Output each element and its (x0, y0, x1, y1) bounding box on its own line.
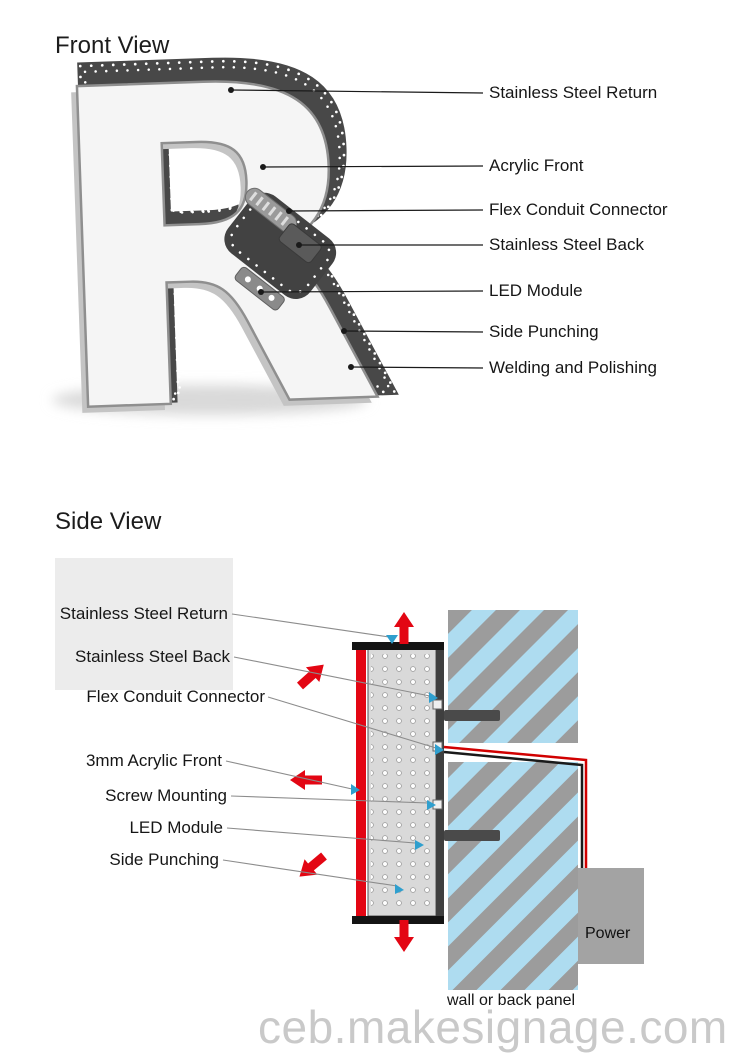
leader-line (288, 209, 484, 212)
marker-triangles (351, 635, 444, 894)
power-box-label: Power (585, 925, 631, 942)
power-box (578, 868, 644, 964)
arrow-diagonal-lower (293, 848, 331, 885)
side-leader-lines (222, 613, 437, 887)
svg-text:R: R (31, 0, 412, 519)
marker-screw (427, 800, 436, 810)
letter-acrylic-face: R (32, 0, 391, 513)
wall-caption: wall or back panel (447, 992, 576, 1009)
front-label-stainless-steel-back: Stainless Steel Back (489, 235, 644, 254)
watermark: ceb.makesignage.com (258, 1001, 728, 1053)
side-label-led-module: LED Module (129, 818, 223, 837)
side-label-stainless-steel-return: Stainless Steel Return (59, 604, 228, 623)
led-dot-grid (371, 654, 433, 912)
front-label-led-module: LED Module (489, 281, 583, 300)
leader-line (260, 290, 484, 293)
arrow-down (394, 920, 414, 952)
marker-acrylic (351, 784, 360, 795)
marker-punch (395, 884, 404, 894)
svg-text:R: R (34, 0, 390, 512)
led-module-graphic (234, 266, 285, 311)
side-punching-dots-inner: R (40, 0, 403, 505)
leader-line (231, 613, 390, 638)
side-view-title: Side View (55, 508, 162, 535)
arrow-left (290, 770, 322, 790)
letter-return-band: R (31, 0, 412, 519)
leader-line (226, 827, 416, 844)
side-label-stainless-steel-back: Stainless Steel Back (75, 647, 230, 666)
arrow-up (394, 612, 414, 644)
front-label-stainless-steel-return: Stainless Steel Return (489, 83, 658, 102)
leader-line (225, 760, 353, 790)
side-label-flex-conduit-connector: Flex Conduit Connector (86, 687, 265, 706)
letter-shadow (52, 385, 368, 415)
flex-conduit-connectors (444, 710, 500, 841)
marker-led (415, 840, 424, 850)
side-labels-panel (55, 558, 233, 690)
front-view-title: Front View (55, 32, 170, 59)
front-label-side-punching: Side Punching (489, 322, 599, 341)
svg-text:R: R (35, 0, 409, 512)
stainless-back-strip (436, 650, 444, 916)
letter-cross-section (352, 642, 444, 924)
front-label-welding-and-polishing: Welding and Polishing (489, 358, 657, 377)
marker-return (386, 635, 398, 644)
return-cap-bottom (352, 916, 444, 924)
leader-line (233, 656, 431, 697)
leader-line (350, 366, 484, 369)
front-label-flex-conduit-connector: Flex Conduit Connector (489, 200, 668, 219)
front-leader-lines (228, 87, 484, 370)
side-label-screw-mounting: Screw Mounting (105, 786, 227, 805)
leader-line (262, 165, 484, 168)
leader-line (230, 89, 484, 94)
front-label-acrylic-front: Acrylic Front (489, 156, 584, 175)
leader-line (230, 795, 429, 804)
side-label-side-punching: Side Punching (109, 850, 219, 869)
side-punching-dots-outer: R (33, 0, 409, 514)
return-cap-top (352, 642, 444, 650)
marker-back (429, 692, 438, 703)
svg-text:R: R (41, 0, 402, 504)
front-view-letter-graphic: R R R R R (28, 0, 412, 519)
wire-red (443, 745, 588, 868)
wire-black (443, 750, 584, 868)
wall-upper (448, 610, 578, 743)
side-label-3mm-acrylic-front: 3mm Acrylic Front (85, 751, 222, 770)
leader-line (267, 696, 437, 749)
wall-lower (448, 762, 578, 990)
leader-line (222, 859, 398, 887)
acrylic-front-strip (356, 650, 366, 916)
marker-conduit (435, 744, 444, 755)
letter-open-section (224, 192, 337, 300)
leader-line (343, 330, 484, 333)
